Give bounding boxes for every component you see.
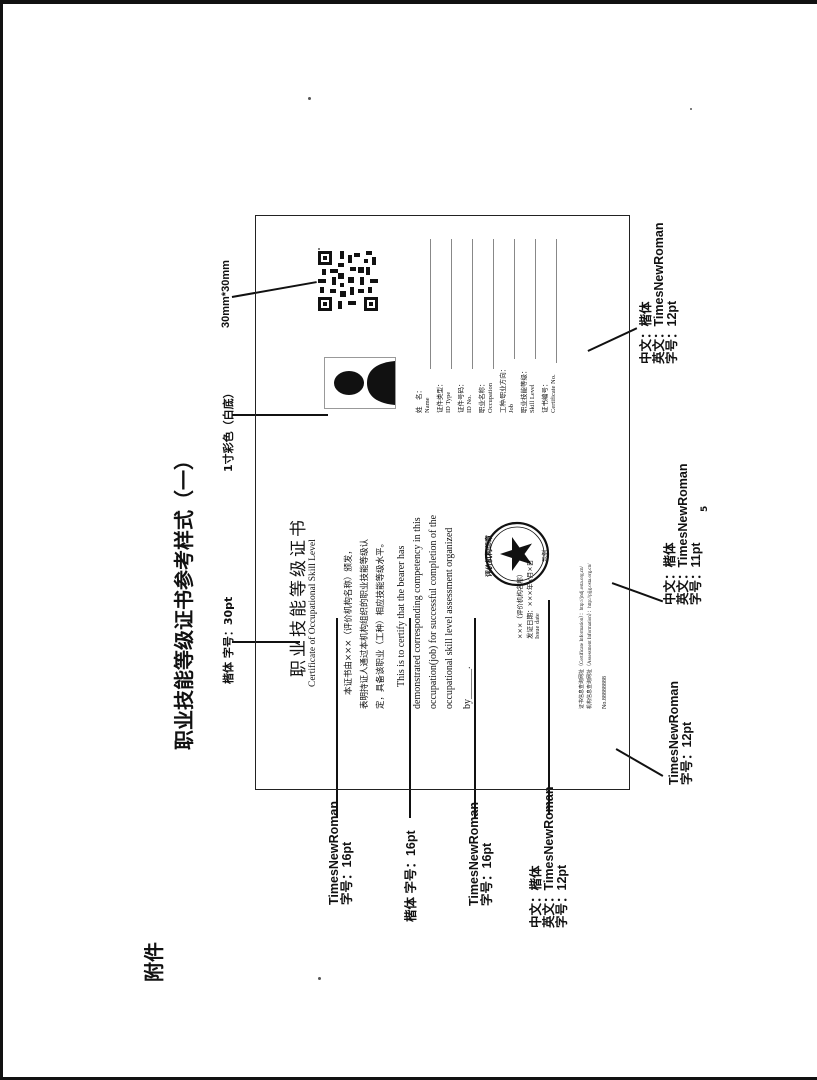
body-cn-line-1: 本证书由×××（评价机构名称）颁发， <box>344 546 354 695</box>
scan-edge-right <box>0 0 817 4</box>
field-en-label: ID No. <box>466 394 473 413</box>
field-en-label: Job <box>508 403 515 413</box>
field-cn-label: 证书编号： <box>542 380 549 414</box>
certificate-title-en: Certificate of Occupational Skill Level <box>308 539 318 687</box>
field-line <box>514 239 515 359</box>
field-line <box>493 239 494 369</box>
annotation-body-cn: 楷体 字号：16pt <box>404 830 418 922</box>
body-en-line-4: occupational skill level assessment orga… <box>444 527 455 709</box>
issue-date: 发证日期：×××年×月×日 <box>526 559 534 639</box>
official-seal <box>484 521 550 587</box>
cert-info-url: 证书信息查询网址（Certificate Information）：http:/… <box>580 566 585 709</box>
body-en-line-1: This is to certify that the bearer has <box>396 545 407 687</box>
body-en-line-5: by______. <box>462 666 473 710</box>
field-line <box>556 239 557 363</box>
annotation-fields: 中文：楷体 英文：TimesNewRoman 字号：12pt <box>639 222 679 364</box>
issue-date-en: Issue date <box>534 613 541 639</box>
page-title: 职业技能等级证书参考样式（一） <box>172 450 196 750</box>
field-line <box>430 239 431 369</box>
issuer-line: ×××（评价机构名称） <box>516 570 524 639</box>
body-cn-line-2: 表明持证人通过本机构组织的职业技能等级认 <box>360 538 370 709</box>
body-en-line-3: occupation(job) for successful completio… <box>428 514 439 709</box>
field-cn-label: 证件类型： <box>437 380 444 414</box>
qr-code <box>318 251 378 311</box>
seal-note: 示例 <box>542 549 549 562</box>
field-line <box>451 239 452 369</box>
page-label: 附件 <box>144 942 166 982</box>
annotation-qr-size: 30mm*30mm <box>220 260 232 328</box>
field-en-label: Name <box>424 397 431 413</box>
scan-speck <box>318 977 321 980</box>
annotation-info-urls: 中文：楷体 英文：TimesNewRoman 字号：11pt <box>663 463 703 605</box>
field-line <box>472 239 473 369</box>
portrait-photo <box>324 357 396 409</box>
certificate-title-cn: 职业技能等级证书 <box>289 517 309 677</box>
annotation-photo: 1寸彩色（白底） <box>222 387 235 472</box>
scan-speck <box>690 108 692 110</box>
field-cn-label: 职业名称： <box>479 380 486 414</box>
field-cn-label: 职业技能等级： <box>521 367 528 414</box>
field-en-label: ID Type <box>445 391 452 413</box>
field-en-label: Skill Level <box>529 384 536 413</box>
assess-info-url: 机构信息查询网址（Assessment Information）：http://… <box>588 563 593 709</box>
field-line <box>535 239 536 359</box>
field-cn-label: 姓 名： <box>416 387 423 413</box>
annotation-body-en: TimesNewRoman 字号：16pt <box>467 802 494 906</box>
certificate-frame: 职业技能等级证书 Certificate of Occupational Ski… <box>255 215 630 790</box>
seal-text: 评价机构印章 <box>485 535 493 577</box>
scan-edge-top <box>0 0 3 1080</box>
scan-speck <box>318 248 320 250</box>
annotation-cert-no: TimesNewRoman 字号：12pt <box>667 681 694 785</box>
certificate-number: No.88888888 <box>602 676 608 709</box>
scan-speck <box>308 97 311 100</box>
field-cn-label: 证件号码： <box>458 380 465 414</box>
annotation-title-font: 楷体 字号：30pt <box>222 596 235 684</box>
body-cn-line-3: 定，具备该职业（工种）相应技能等级水平。 <box>376 538 386 709</box>
field-en-label: Occupation <box>487 383 494 413</box>
annotation-cert-title-en: TimesNewRoman 字号：16pt <box>327 801 354 905</box>
field-cn-label: 工种/职业方向： <box>500 365 507 413</box>
field-en-label: Certificate No. <box>550 374 557 413</box>
body-en-line-2: demonstrated corresponding competency in… <box>412 517 423 709</box>
